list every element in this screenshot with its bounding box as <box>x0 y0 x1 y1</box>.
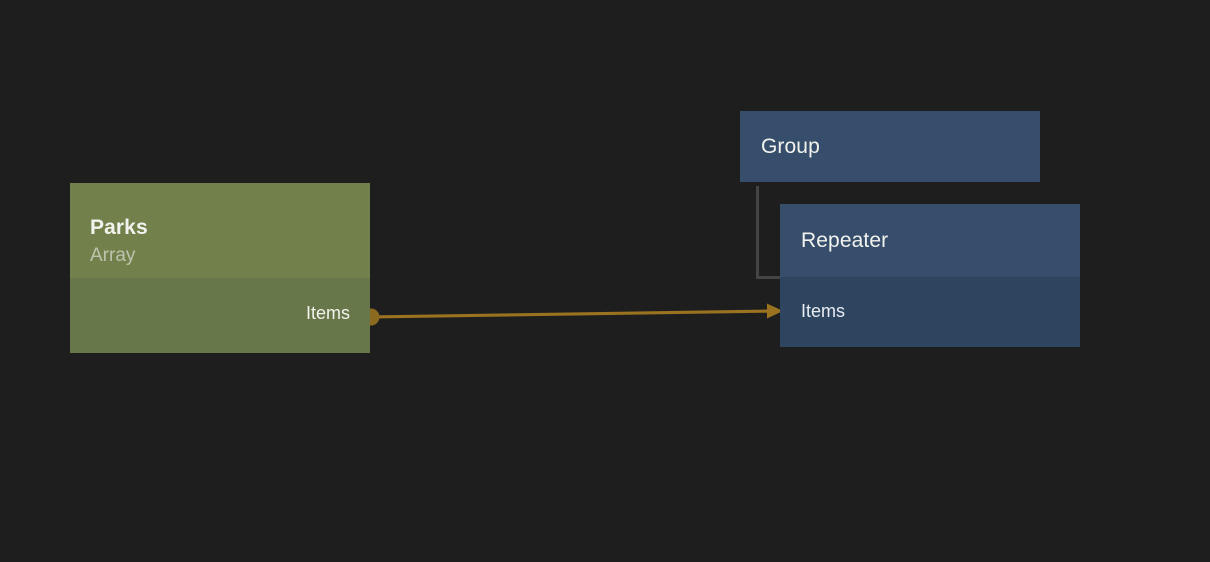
connection-items-to-items[interactable] <box>369 309 775 319</box>
node-parks[interactable]: Parks Array Items <box>70 183 370 353</box>
node-parks-header[interactable]: Parks Array <box>70 183 370 278</box>
port-parks-items-label[interactable]: Items <box>305 303 350 323</box>
node-parks-body[interactable]: Items <box>70 278 370 353</box>
port-repeater-items-label[interactable]: Items <box>801 301 846 321</box>
node-group[interactable]: Group <box>740 111 1040 182</box>
node-parks-title: Parks <box>90 215 148 239</box>
node-repeater-body[interactable]: Items <box>780 277 1080 347</box>
node-parks-subtitle: Array <box>90 244 136 266</box>
tree-branch-connector <box>756 186 780 279</box>
node-repeater[interactable]: Repeater Items <box>780 204 1080 347</box>
node-group-title: Group <box>761 134 820 158</box>
node-repeater-title: Repeater <box>801 228 889 252</box>
node-repeater-header[interactable]: Repeater <box>780 204 1080 277</box>
